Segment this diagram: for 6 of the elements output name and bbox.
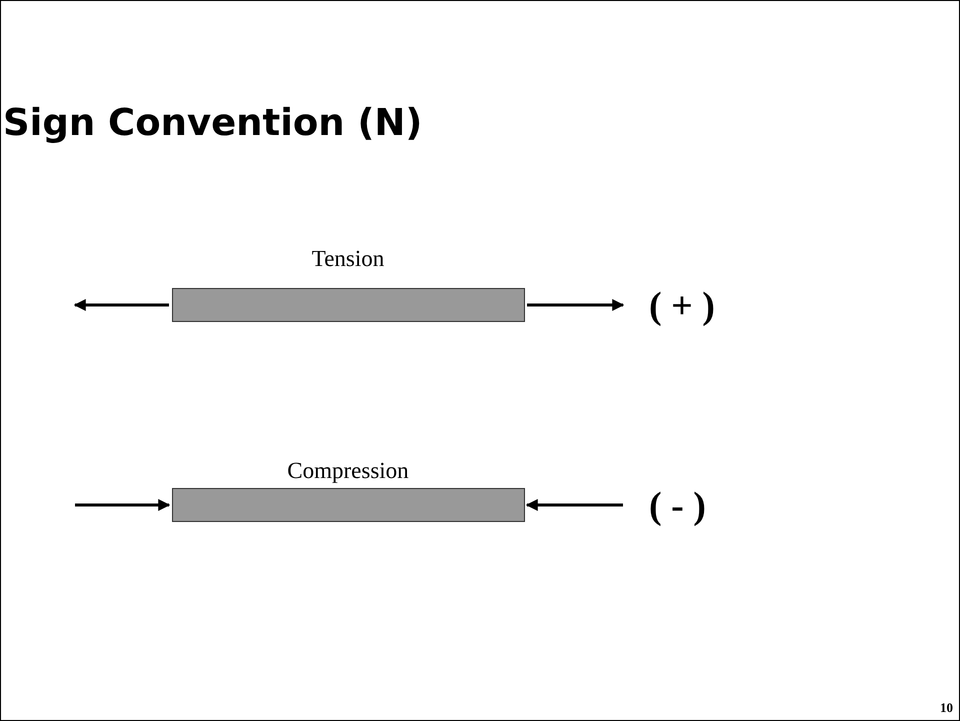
page-number: 10	[940, 700, 953, 716]
bar-label: Tension	[310, 246, 386, 272]
bar-label: Compression	[286, 458, 410, 484]
sign-label: ( - )	[649, 484, 706, 528]
slide-title: Sign Convention (N)	[3, 101, 422, 144]
sign-label: ( + )	[649, 284, 715, 328]
